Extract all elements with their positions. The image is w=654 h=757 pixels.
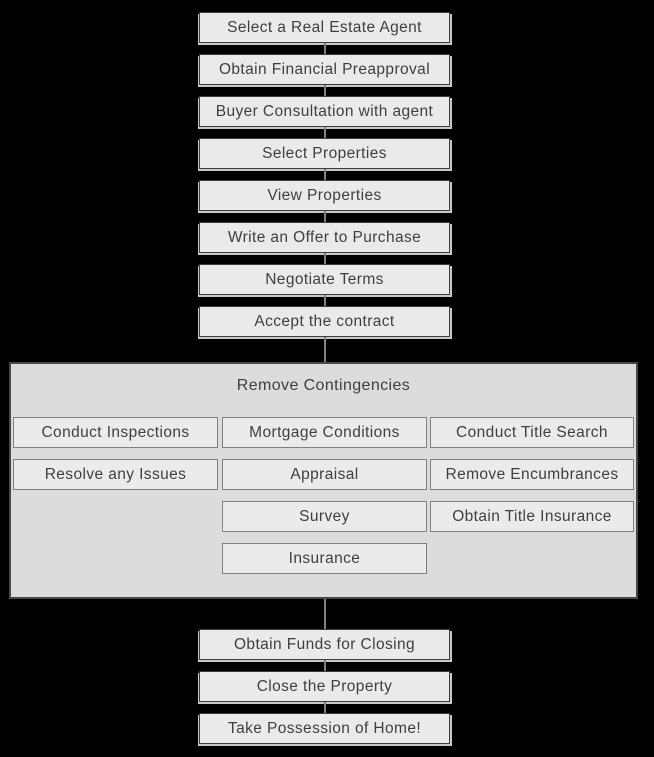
remove-contingencies-group: Remove Contingencies Conduct Inspections…: [9, 362, 638, 599]
task-resolve-any-issues: Resolve any Issues: [13, 459, 218, 490]
step-obtain-financial-preapproval: Obtain Financial Preapproval: [199, 54, 450, 85]
step-write-offer: Write an Offer to Purchase: [199, 222, 450, 253]
connector-line: [324, 660, 326, 671]
step-negotiate-terms: Negotiate Terms: [199, 264, 450, 295]
connector-line: [324, 85, 326, 96]
task-conduct-inspections: Conduct Inspections: [13, 417, 218, 448]
connector-line: [324, 599, 326, 629]
step-take-possession: Take Possession of Home!: [199, 713, 450, 744]
connector-line: [324, 295, 326, 306]
connector-line: [324, 127, 326, 138]
step-select-real-estate-agent: Select a Real Estate Agent: [199, 12, 450, 43]
task-mortgage-conditions: Mortgage Conditions: [222, 417, 427, 448]
task-obtain-title-insurance: Obtain Title Insurance: [430, 501, 634, 532]
step-accept-contract: Accept the contract: [199, 306, 450, 337]
step-close-the-property: Close the Property: [199, 671, 450, 702]
task-remove-encumbrances: Remove Encumbrances: [430, 459, 634, 490]
connector-line: [324, 43, 326, 54]
connector-line: [324, 702, 326, 713]
connector-line: [324, 253, 326, 264]
connector-line: [324, 169, 326, 180]
step-buyer-consultation: Buyer Consultation with agent: [199, 96, 450, 127]
step-view-properties: View Properties: [199, 180, 450, 211]
task-conduct-title-search: Conduct Title Search: [430, 417, 634, 448]
connector-line: [324, 211, 326, 222]
task-survey: Survey: [222, 501, 427, 532]
step-obtain-funds-for-closing: Obtain Funds for Closing: [199, 629, 450, 660]
step-select-properties: Select Properties: [199, 138, 450, 169]
remove-contingencies-title: Remove Contingencies: [236, 377, 411, 394]
task-insurance: Insurance: [222, 543, 427, 574]
task-appraisal: Appraisal: [222, 459, 427, 490]
connector-line: [324, 337, 326, 362]
